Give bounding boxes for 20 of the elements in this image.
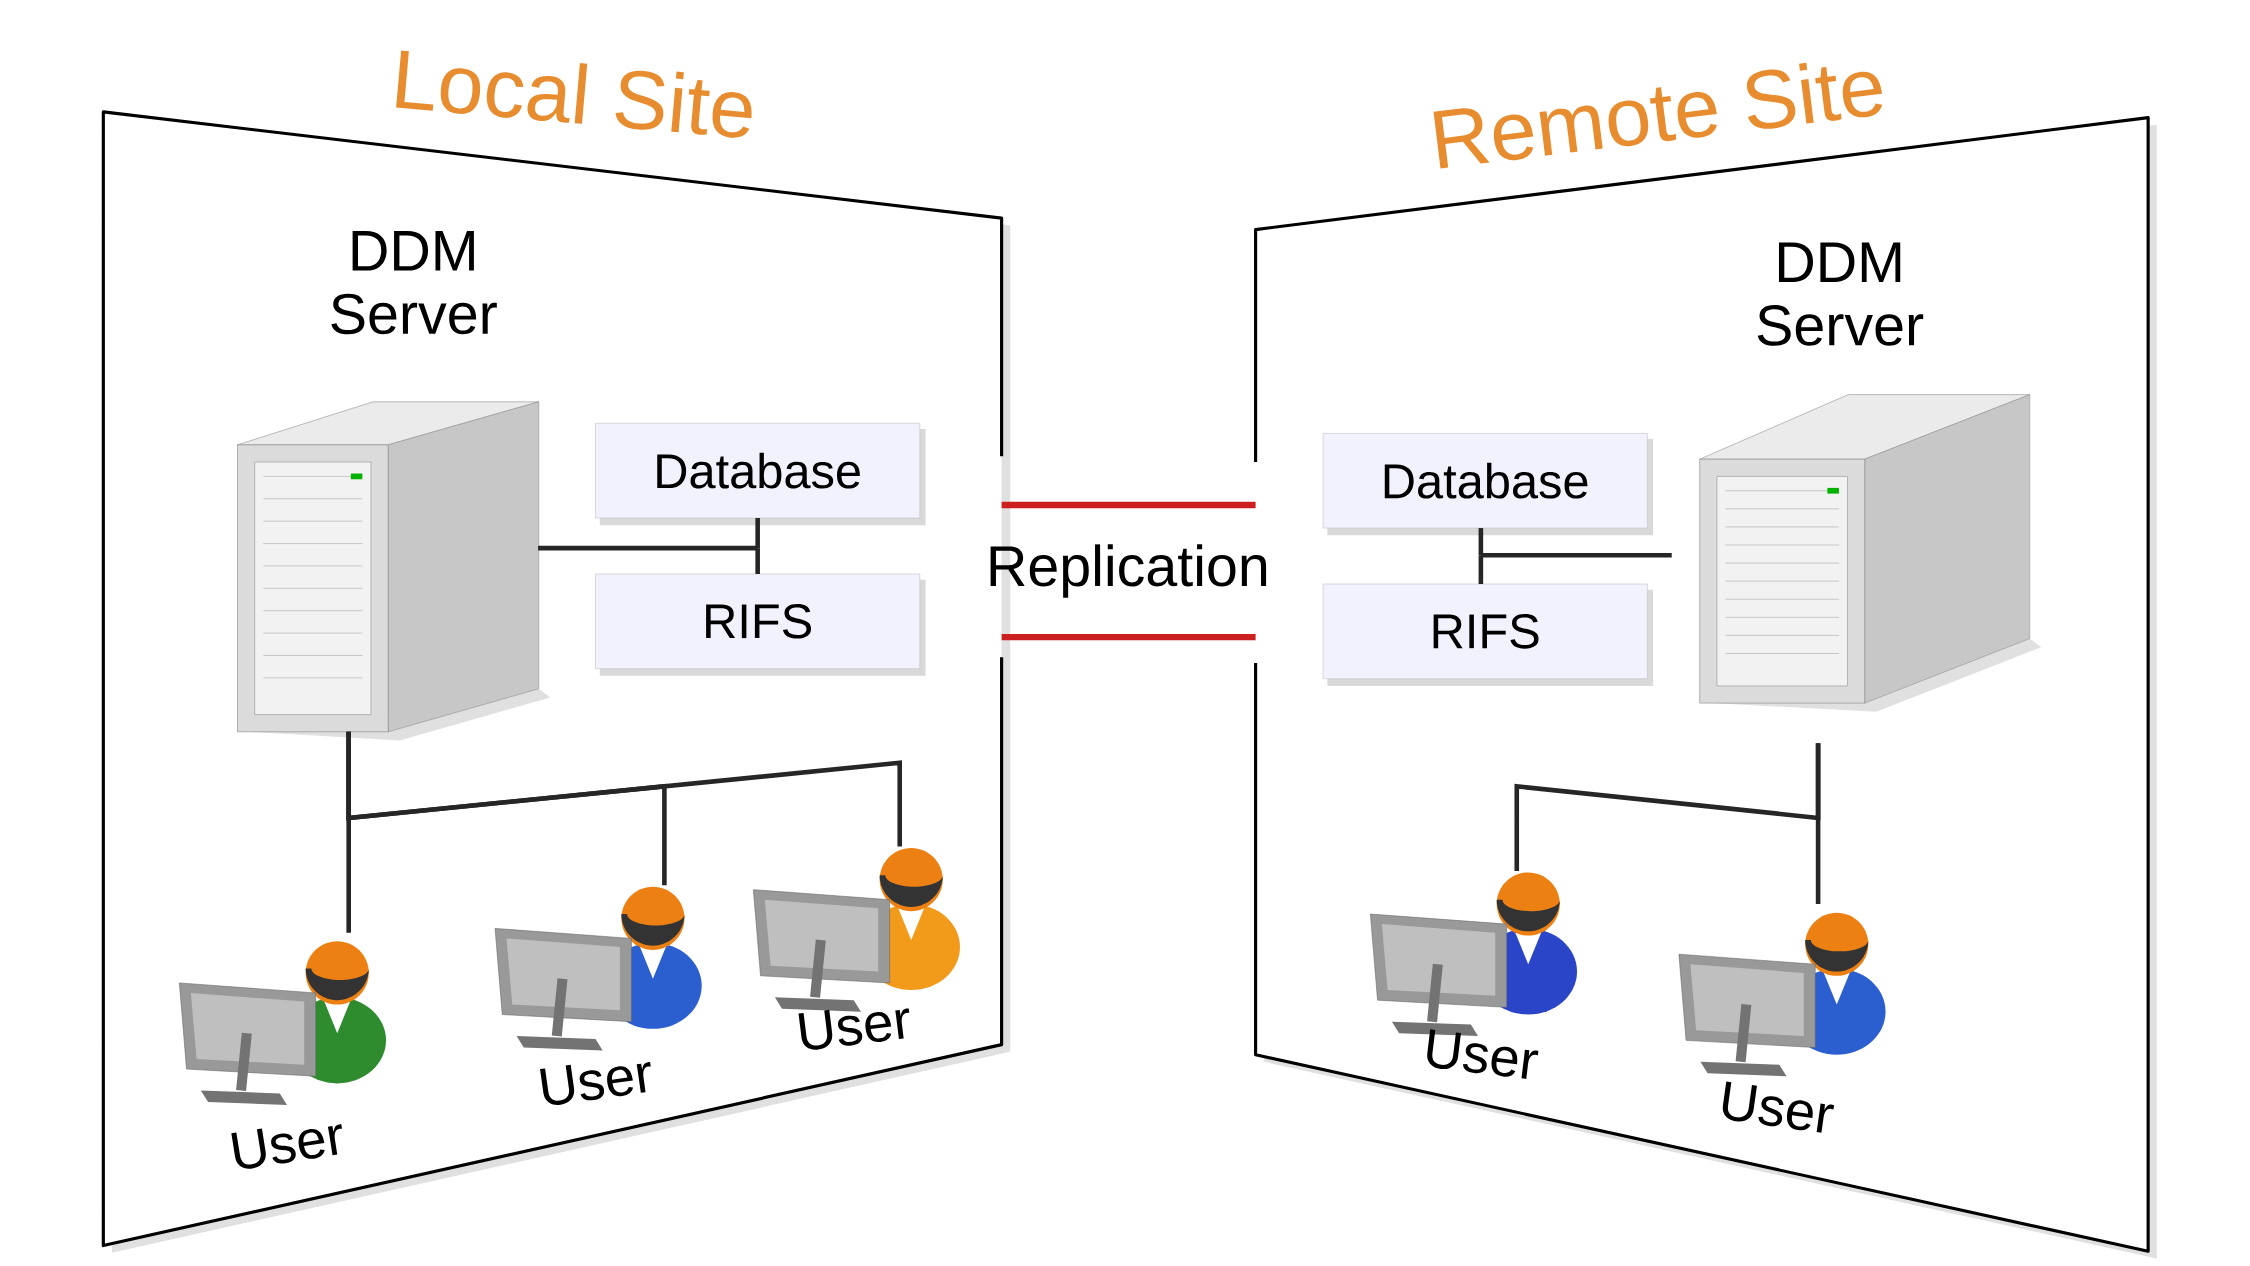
user-label: User <box>798 1008 910 1050</box>
text-box: RIFS <box>1322 583 1654 687</box>
user-label: User <box>540 1062 651 1106</box>
text-box: Database <box>595 423 926 526</box>
server-label: DDM Server <box>1757 242 1924 346</box>
replication-label: Replication <box>990 544 1267 599</box>
text-box: RIFS <box>595 573 926 677</box>
user-label: User <box>1427 1029 1539 1080</box>
connector-line <box>346 732 903 847</box>
text-box: Database <box>1322 433 1654 536</box>
replication-line <box>1001 502 1256 509</box>
user-label: User <box>1722 1081 1835 1133</box>
server-label: DDM Server <box>331 231 497 335</box>
site-title: Remote Site <box>1433 63 1883 169</box>
replication-line <box>1001 634 1256 641</box>
connector-line <box>1815 743 1821 905</box>
user-label: User <box>231 1124 342 1169</box>
connector-line <box>538 518 760 575</box>
connector-line <box>1478 528 1672 585</box>
site-title: Local Site <box>396 50 752 138</box>
